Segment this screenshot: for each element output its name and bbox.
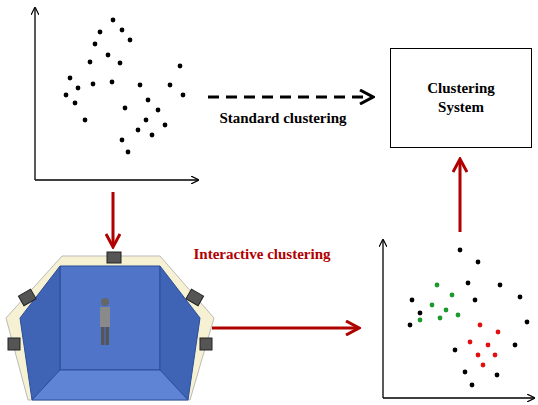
- scatter-point: [138, 83, 143, 88]
- scatter-point: [444, 308, 449, 313]
- scatter-point: [481, 363, 486, 368]
- scatter-point: [453, 348, 458, 353]
- scatter-point: [98, 30, 103, 35]
- scatter-point: [144, 118, 149, 123]
- scatter-point: [410, 298, 415, 303]
- scatter-point: [498, 283, 503, 288]
- scatter-point: [473, 298, 478, 303]
- scatter-point: [178, 64, 183, 69]
- arrow-label: Standard clustering: [217, 110, 348, 127]
- plot-axes: [383, 240, 534, 398]
- scatter-point: [93, 42, 98, 47]
- scatter-point: [476, 260, 481, 265]
- scatter-point: [476, 353, 481, 358]
- scatter-point: [468, 340, 473, 345]
- scatter-point: [486, 343, 491, 348]
- red-arrow: [112, 192, 115, 246]
- scatter-point: [435, 283, 440, 288]
- scatter-point: [518, 295, 523, 300]
- scatter-point: [513, 343, 518, 348]
- scatter-point: [150, 133, 155, 138]
- scatter-point: [456, 313, 461, 318]
- scatter-point: [470, 383, 475, 388]
- scatter-point: [181, 93, 186, 98]
- scatter-point: [495, 373, 500, 378]
- scatter-point: [463, 370, 468, 375]
- scatter-point: [493, 353, 498, 358]
- scatter-point: [450, 293, 455, 298]
- dashed-arrow: [208, 96, 372, 99]
- scatter-point: [136, 128, 141, 133]
- scatter-point: [418, 311, 423, 316]
- scatter-point: [408, 323, 413, 328]
- scatter-point: [64, 93, 69, 98]
- scatter-point: [418, 318, 423, 323]
- scatter-point: [123, 106, 128, 111]
- plot-axes: [35, 8, 198, 180]
- cave-illustration: [6, 252, 214, 400]
- scatter-point: [118, 61, 123, 66]
- scatter-point: [525, 320, 530, 325]
- scatter-point: [83, 118, 88, 123]
- scatter-point: [91, 82, 96, 87]
- scatter-point: [106, 53, 111, 58]
- scatter-point: [168, 83, 173, 88]
- scatter-point: [478, 323, 483, 328]
- scatter-point: [120, 28, 125, 33]
- scatter-point: [496, 330, 501, 335]
- arrow-label: Interactive clustering: [191, 246, 332, 263]
- scatter-point: [110, 80, 115, 85]
- scatter-point: [73, 101, 78, 106]
- scatter-point: [76, 86, 81, 91]
- scatter-point: [430, 303, 435, 308]
- scatter-point: [466, 281, 471, 286]
- scatter-point: [438, 316, 443, 321]
- scatter-point: [68, 76, 73, 81]
- red-arrow: [459, 160, 462, 232]
- red-arrow: [212, 327, 358, 330]
- box-text: Clustering System: [411, 79, 511, 117]
- scatter-point: [156, 108, 161, 113]
- scatter-point: [111, 18, 116, 23]
- scatter-point: [126, 150, 131, 155]
- scatter-point: [88, 60, 93, 65]
- scatter-point: [163, 123, 168, 128]
- scatter-point: [458, 248, 463, 253]
- scatter-point: [120, 138, 125, 143]
- scatter-point: [128, 38, 133, 43]
- process-box: Clustering System: [390, 48, 532, 148]
- scatter-point: [146, 98, 151, 103]
